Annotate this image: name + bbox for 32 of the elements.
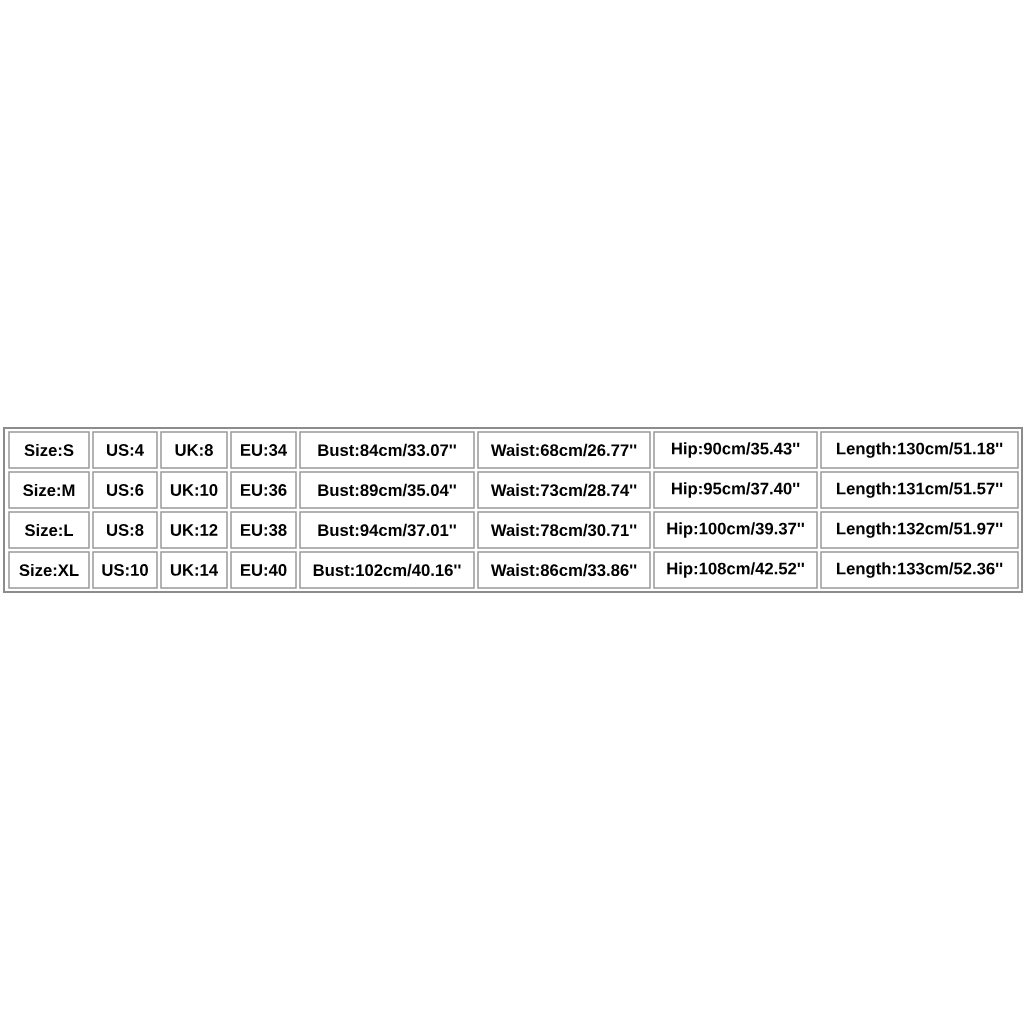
table-cell: Size:S xyxy=(8,431,90,469)
table-cell: Waist:68cm/26.77'' xyxy=(477,431,651,469)
table-cell: EU:38 xyxy=(230,511,297,549)
table-cell: EU:40 xyxy=(230,551,297,589)
table-cell: Bust:102cm/40.16'' xyxy=(299,551,475,589)
table-cell: Length:133cm/52.36'' xyxy=(820,551,1019,589)
table-cell: Bust:89cm/35.04'' xyxy=(299,471,475,509)
table-cell: UK:12 xyxy=(160,511,228,549)
table-cell: Size:M xyxy=(8,471,90,509)
table-cell: US:10 xyxy=(92,551,158,589)
table-cell: Hip:100cm/39.37'' xyxy=(653,511,818,549)
table-cell: UK:8 xyxy=(160,431,228,469)
table-cell: Hip:90cm/35.43'' xyxy=(653,431,818,469)
table-cell: Waist:78cm/30.71'' xyxy=(477,511,651,549)
table-cell: Waist:86cm/33.86'' xyxy=(477,551,651,589)
table-cell: US:6 xyxy=(92,471,158,509)
table-cell: Size:L xyxy=(8,511,90,549)
table-cell: Bust:94cm/37.01'' xyxy=(299,511,475,549)
table-cell: UK:10 xyxy=(160,471,228,509)
table-cell: Hip:95cm/37.40'' xyxy=(653,471,818,509)
table-cell: UK:14 xyxy=(160,551,228,589)
table-cell: Length:132cm/51.97'' xyxy=(820,511,1019,549)
table-cell: US:4 xyxy=(92,431,158,469)
table-cell: Waist:73cm/28.74'' xyxy=(477,471,651,509)
table-cell: Hip:108cm/42.52'' xyxy=(653,551,818,589)
table-cell: Length:130cm/51.18'' xyxy=(820,431,1019,469)
table-cell: Bust:84cm/33.07'' xyxy=(299,431,475,469)
table-cell: US:8 xyxy=(92,511,158,549)
table-cell: EU:34 xyxy=(230,431,297,469)
table-cell: EU:36 xyxy=(230,471,297,509)
table-cell: Size:XL xyxy=(8,551,90,589)
table-cell: Length:131cm/51.57'' xyxy=(820,471,1019,509)
